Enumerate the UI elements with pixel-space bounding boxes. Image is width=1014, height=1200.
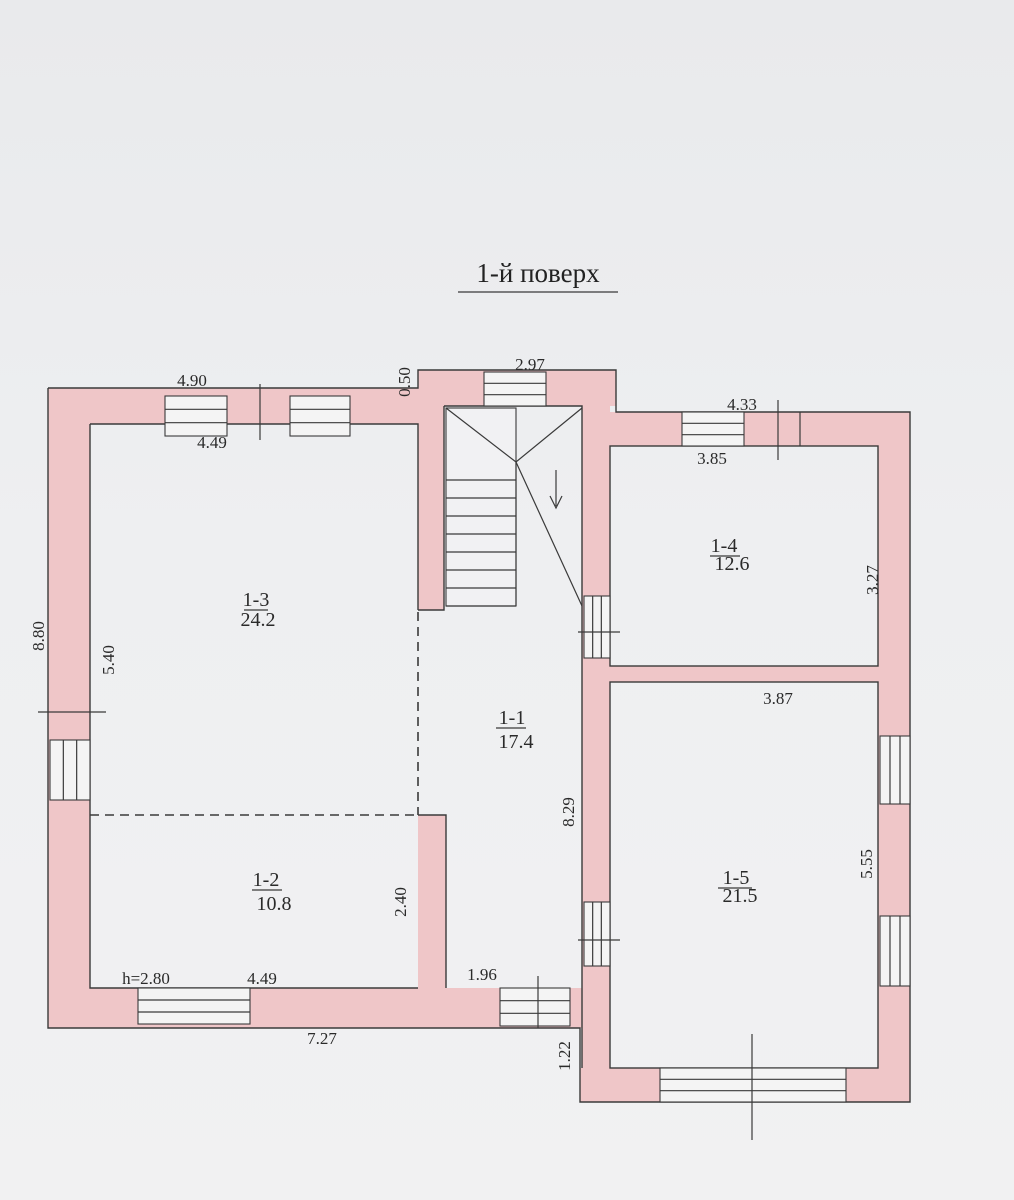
dim-left-outer: 8.80 (29, 621, 48, 651)
room-id-1-4: 1-4 (711, 535, 738, 557)
room-labels: 1-3 24.2 1-1 17.4 1-4 12.6 1-2 10.8 1-5 … (241, 535, 758, 915)
window-top-left-b (289, 395, 351, 437)
plan-title: 1-й поверх (476, 258, 600, 288)
dim-room12-height: 2.40 (391, 887, 410, 917)
dimension-labels: 4.90 4.49 0.50 2.97 4.33 3.85 8.80 5.40 … (29, 355, 882, 1071)
room-area-1-1: 17.4 (499, 731, 534, 753)
windows (49, 371, 911, 1103)
dim-bottom-outer: 7.27 (307, 1029, 337, 1048)
room-area-1-5: 21.5 (723, 885, 758, 907)
dim-room14-height: 3.27 (863, 565, 882, 595)
staircase (445, 407, 583, 607)
window-room14 (681, 411, 745, 447)
window-stair (483, 371, 547, 407)
dim-top-right-inner: 3.85 (697, 449, 727, 468)
dim-hall-bottom: 1.96 (467, 965, 497, 984)
room-id-1-3: 1-3 (243, 589, 270, 611)
window-room15-bottom (659, 1067, 847, 1103)
room-id-1-5: 1-5 (723, 867, 750, 889)
room-area-1-3: 24.2 (241, 609, 276, 631)
dim-top-right-outer: 4.33 (727, 395, 757, 414)
dim-ceiling-height: h=2.80 (122, 969, 170, 988)
room-id-1-1: 1-1 (499, 707, 526, 729)
window-top-left-a (164, 395, 228, 437)
dim-step-offset: 1.22 (555, 1041, 574, 1071)
window-right-b (879, 915, 911, 987)
dim-room15-width: 3.87 (763, 689, 793, 708)
room-area-1-2: 10.8 (257, 893, 292, 915)
room-id-1-2: 1-2 (253, 869, 280, 891)
dim-top-left-inner: 4.49 (197, 433, 227, 452)
window-right-a (879, 735, 911, 805)
dim-bottom-inner: 4.49 (247, 969, 277, 988)
window-left (49, 739, 91, 801)
dim-left-inner: 5.40 (99, 645, 118, 675)
dim-stair-top: 2.97 (515, 355, 545, 374)
dim-top-left-outer: 4.90 (177, 371, 207, 390)
dim-room15-height: 5.55 (857, 849, 876, 879)
window-bottom (137, 987, 251, 1025)
wall-outlines (47, 369, 911, 1103)
dim-stair-offset: 0.50 (395, 367, 414, 397)
openings (38, 384, 801, 1140)
dim-hall-height: 8.29 (559, 797, 578, 827)
room-area-1-4: 12.6 (715, 553, 750, 575)
